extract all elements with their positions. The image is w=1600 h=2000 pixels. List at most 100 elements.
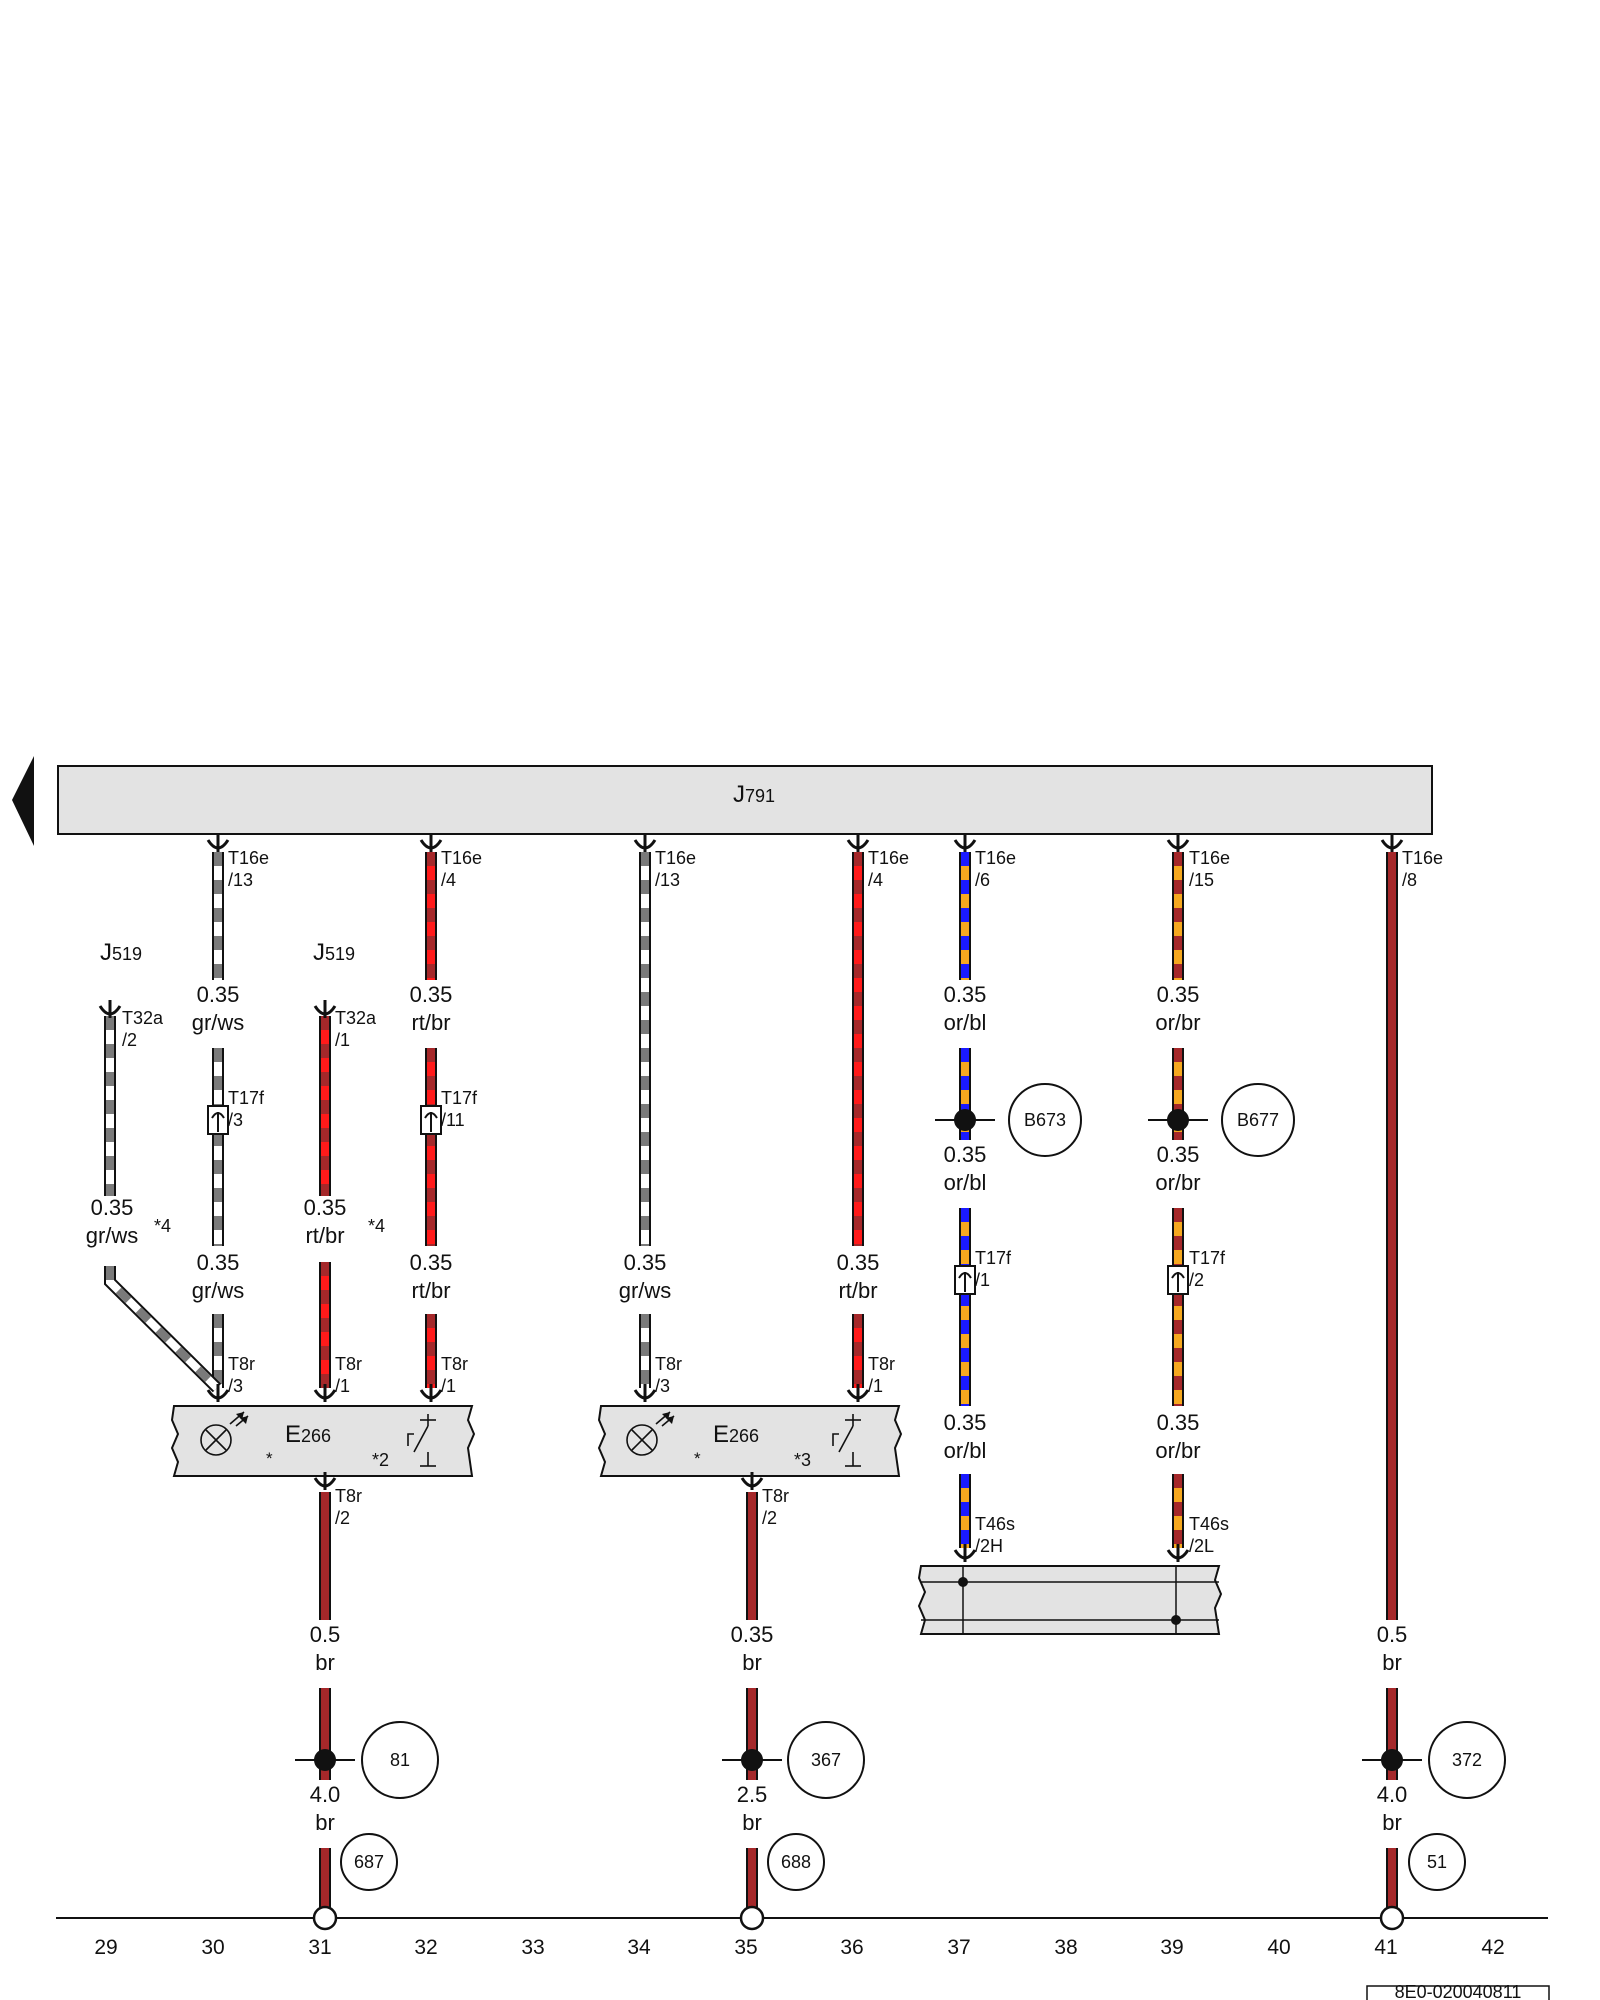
column-number: 33 xyxy=(521,1936,544,1959)
column-number: 29 xyxy=(94,1936,117,1959)
connector-label: T46s/2L xyxy=(1189,1514,1229,1556)
connector-label: T17f/11 xyxy=(441,1088,478,1130)
footnote-label: *4 xyxy=(368,1216,385,1236)
splice-dot xyxy=(954,1109,976,1131)
connector-label: T46s/2H xyxy=(975,1514,1015,1556)
connector-label: T17f/3 xyxy=(228,1088,265,1130)
connector-label: T16e/4 xyxy=(441,848,482,890)
connector-label: T8r/3 xyxy=(228,1354,255,1396)
switch-note-left: *2 xyxy=(372,1450,389,1470)
connector-label: T16e/13 xyxy=(655,848,696,890)
ground-refs: 687 688 51 xyxy=(340,1833,1466,1891)
switch-star-right: * xyxy=(694,1449,701,1468)
connector-label: T8r/1 xyxy=(868,1354,895,1396)
ground-points xyxy=(312,1905,1405,1931)
splice-ref-circle xyxy=(1221,1083,1295,1157)
connector-label: T17f/2 xyxy=(1189,1248,1226,1290)
lamp-icon xyxy=(626,1411,675,1456)
continuation-arrow-icon xyxy=(12,756,34,846)
switch-note-right: *3 xyxy=(794,1450,811,1470)
splice-ref-label: B677 xyxy=(1237,1110,1279,1130)
column-number: 42 xyxy=(1481,1936,1504,1959)
connector-label: T8r/2 xyxy=(762,1486,789,1528)
connector-label: T16e/4 xyxy=(868,848,909,890)
connector-label: T32a/2 xyxy=(122,1008,164,1050)
control-module-box xyxy=(57,765,1433,835)
switch-star-left: * xyxy=(266,1449,273,1468)
splice-ref-label: B673 xyxy=(1024,1110,1066,1130)
diagonal-wire-stripes xyxy=(106,1266,220,1391)
splice-refs: B673 B677 81 367 372 xyxy=(361,1083,1506,1799)
column-number: 32 xyxy=(414,1936,437,1959)
ground-ref-circle xyxy=(1408,1833,1466,1891)
switch-label-left: E266 xyxy=(285,1421,331,1448)
part-number-box xyxy=(1366,1985,1550,2000)
column-number: 41 xyxy=(1374,1936,1397,1959)
splice-dot xyxy=(741,1749,763,1771)
connector-label: T8r/3 xyxy=(655,1354,682,1396)
splice-ref-label: 372 xyxy=(1452,1750,1482,1770)
ground-point xyxy=(1379,1905,1405,1931)
ground-point xyxy=(739,1905,765,1931)
connector-label: T17f/1 xyxy=(975,1248,1012,1290)
connector-label: T8r/2 xyxy=(335,1486,362,1528)
can-bus-node xyxy=(958,1577,968,1587)
connector-label: T16e/8 xyxy=(1402,848,1443,890)
column-number: 39 xyxy=(1160,1936,1183,1959)
connector-label: T32a/1 xyxy=(335,1008,377,1050)
ground-ref-label: 688 xyxy=(781,1852,811,1872)
inline-connector-group xyxy=(207,1105,1189,1295)
relay-label: J519 xyxy=(100,939,142,966)
pushbutton-icon xyxy=(407,1414,436,1467)
column-number: 40 xyxy=(1267,1936,1290,1959)
splice-dot xyxy=(1167,1109,1189,1131)
connector-label: T16e/13 xyxy=(228,848,269,890)
ground-ref-label: 687 xyxy=(354,1852,384,1872)
column-number: 30 xyxy=(201,1936,224,1959)
switch-box-right xyxy=(597,1405,903,1477)
control-module-label: J791 xyxy=(733,781,775,808)
switch-box-left xyxy=(170,1405,476,1477)
connector-label: T16e/6 xyxy=(975,848,1016,890)
splice-ref-circle xyxy=(1428,1721,1506,1799)
splice-ref-circle xyxy=(1008,1083,1082,1157)
wire-group xyxy=(104,852,1398,1912)
ground-point xyxy=(312,1905,338,1931)
lamp-icon xyxy=(200,1411,249,1456)
splice-ref-label: 367 xyxy=(811,1750,841,1770)
splice-group xyxy=(295,1109,1422,1771)
column-number: 34 xyxy=(627,1936,651,1959)
part-number: 8E0-020040811 xyxy=(1395,1982,1522,2000)
column-number: 36 xyxy=(840,1936,863,1959)
can-bus-box xyxy=(917,1565,1223,1635)
can-bus-node xyxy=(1171,1615,1181,1625)
ground-ref-circle xyxy=(340,1833,398,1891)
pushbutton-icon xyxy=(832,1414,861,1467)
switch-label-right: E266 xyxy=(713,1421,759,1448)
ground-ref-circle xyxy=(767,1833,825,1891)
column-number: 37 xyxy=(947,1936,970,1959)
connector-label: T8r/1 xyxy=(441,1354,468,1396)
column-number: 38 xyxy=(1054,1936,1077,1959)
connector-labels: T16e/13 T16e/4 T16e/13 T16e/4 T16e/6 T16… xyxy=(122,848,1443,1556)
